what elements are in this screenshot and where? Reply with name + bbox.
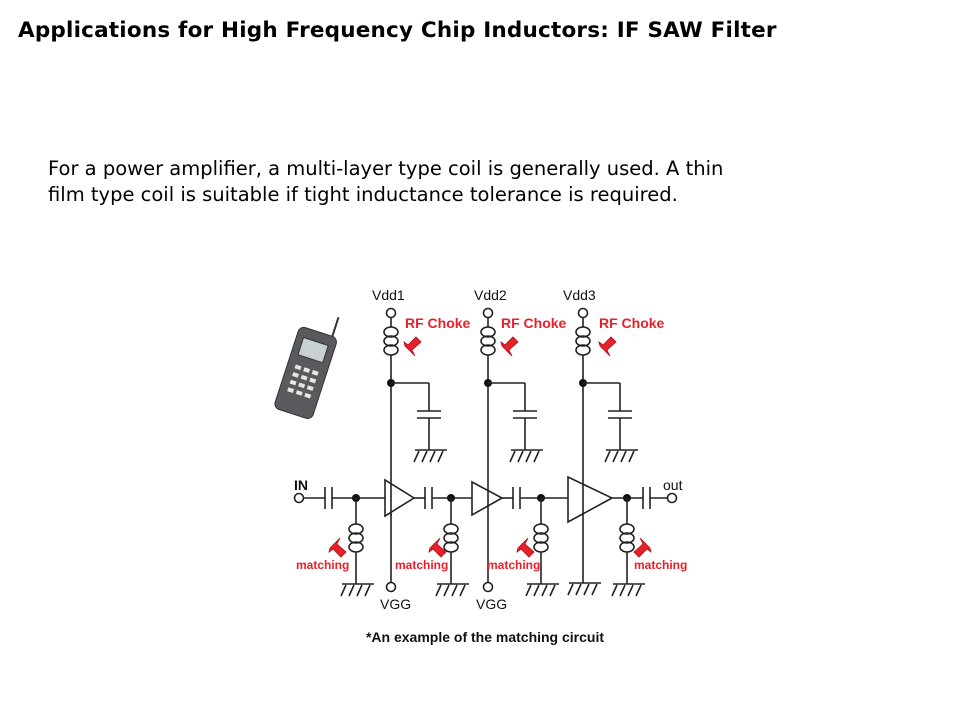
body-line-1: For a power amplifier, a multi-layer typ…: [48, 157, 724, 180]
matching-inductor-4: [619, 523, 635, 553]
mobile-phone-icon: [274, 317, 340, 419]
diagram-caption: *An example of the matching circuit: [366, 629, 604, 645]
amplifier-3: [567, 475, 614, 524]
out-label: out: [663, 477, 683, 493]
vdd2-label: Vdd2: [474, 287, 507, 303]
red-arrow-icon: [633, 537, 652, 558]
signal-path: [293, 475, 678, 597]
red-arrow-icon: [516, 537, 535, 558]
vdd1-label: Vdd1: [372, 287, 405, 303]
matching-label-2: matching: [395, 558, 448, 572]
matching-label-4: matching: [634, 558, 687, 572]
amplifier-1: [384, 478, 416, 518]
red-arrow-icon: [598, 336, 617, 357]
vgg-label-1: VGG: [380, 596, 411, 612]
matching-inductor-3: [533, 523, 549, 553]
rf-choke-label-1: RF Choke: [405, 315, 471, 331]
vdd3-label: Vdd3: [563, 287, 596, 303]
rf-choke-inductor-2: [480, 326, 496, 356]
rf-choke-label-2: RF Choke: [501, 315, 567, 331]
body-line-2: film type coil is suitable if tight indu…: [48, 183, 678, 206]
matching-inductor-2: [443, 523, 459, 553]
matching-label-3: matching: [487, 558, 540, 572]
matching-inductor-1: [348, 523, 364, 553]
in-label: IN: [294, 477, 308, 493]
red-arrow-icon: [500, 336, 519, 357]
slide-body-text: For a power amplifier, a multi-layer typ…: [48, 156, 928, 208]
red-arrow-icon: [328, 537, 347, 558]
matching-label-1: matching: [296, 558, 349, 572]
vgg-label-2: VGG: [476, 596, 507, 612]
vdd-branches: [383, 307, 639, 596]
red-arrow-icon: [403, 336, 422, 357]
rf-choke-inductor-1: [383, 326, 399, 356]
rf-choke-inductor-3: [575, 326, 591, 356]
amplifier-2: [471, 480, 504, 517]
slide-title: Applications for High Frequency Chip Ind…: [18, 18, 777, 43]
rf-choke-label-3: RF Choke: [599, 315, 665, 331]
